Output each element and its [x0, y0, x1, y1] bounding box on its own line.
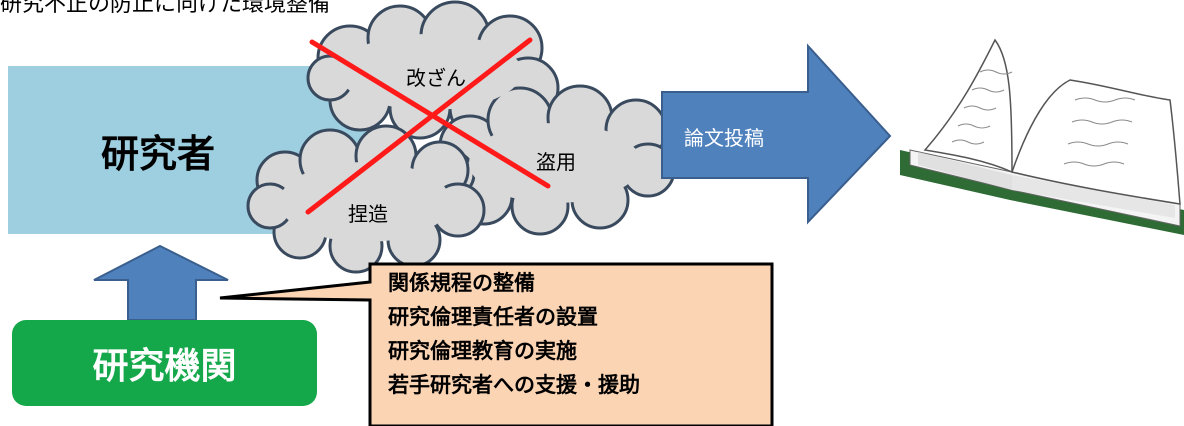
measures-list: 関係規程の整備 研究倫理責任者の設置 研究倫理教育の実施 若手研究者への支援・援… [388, 266, 768, 402]
submission-arrow [661, 43, 892, 225]
fabrication-label: 捏造 [348, 202, 388, 226]
measure-item: 研究倫理責任者の設置 [388, 305, 598, 329]
research-institution-box: 研究機関 [12, 320, 317, 406]
cross-out-mark [305, 37, 551, 215]
diagram-title: 研究不正の防止に向けた環境整備 [0, 0, 331, 17]
measure-item: 関係規程の整備 [388, 271, 535, 295]
falsification-label: 改ざん [406, 66, 466, 90]
measure-item: 若手研究者への支援・援助 [388, 373, 640, 397]
plagiarism-label: 盗用 [536, 150, 576, 174]
book-icon [900, 38, 1184, 235]
measure-item: 研究倫理教育の実施 [388, 339, 577, 363]
support-up-arrow [93, 244, 229, 321]
researcher-label: 研究者 [100, 131, 215, 176]
measures-callout [219, 262, 774, 426]
submission-label: 論文投稿 [684, 126, 764, 150]
